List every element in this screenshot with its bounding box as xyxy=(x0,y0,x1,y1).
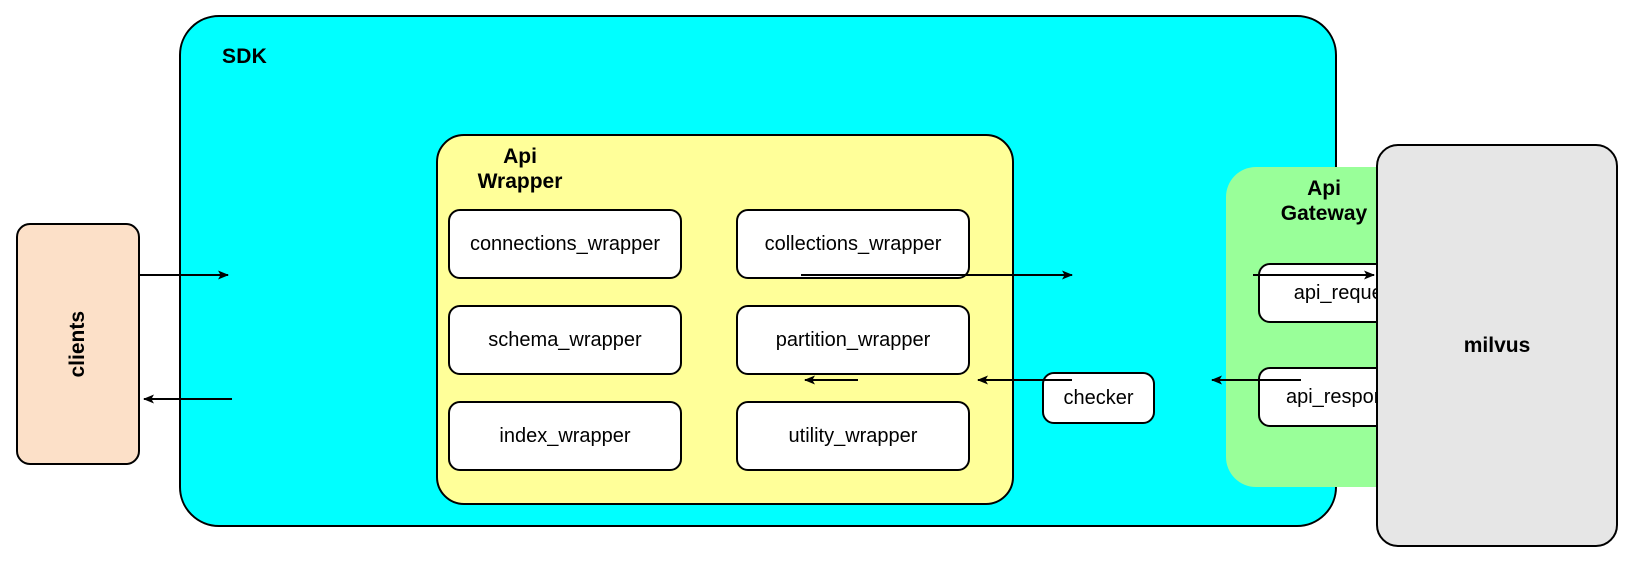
node-collections-wrapper[interactable]: collections_wrapper xyxy=(736,209,970,279)
clients-label: clients xyxy=(66,310,89,378)
node-clients[interactable]: clients xyxy=(16,223,140,465)
milvus-label: milvus xyxy=(1463,333,1531,357)
api-wrapper-label: Api Wrapper xyxy=(462,145,578,195)
api-gateway-label-line2: Gateway xyxy=(1280,201,1368,225)
api-wrapper-label-line2: Wrapper xyxy=(477,169,563,193)
container-sdk[interactable]: SDK Api Wrapper connections_wrapper coll… xyxy=(179,15,1468,527)
api-wrapper-label-line1: Api xyxy=(503,145,537,168)
node-checker[interactable]: checker xyxy=(1042,372,1155,424)
node-milvus[interactable]: milvus xyxy=(1376,144,1618,547)
container-api-wrapper[interactable]: Api Wrapper connections_wrapper collecti… xyxy=(436,134,1014,505)
api-gateway-label: Api Gateway xyxy=(1240,177,1408,227)
node-schema-wrapper[interactable]: schema_wrapper xyxy=(448,305,682,375)
node-utility-wrapper[interactable]: utility_wrapper xyxy=(736,401,970,471)
node-index-wrapper[interactable]: index_wrapper xyxy=(448,401,682,471)
node-connections-wrapper[interactable]: connections_wrapper xyxy=(448,209,682,279)
api-gateway-label-line1: Api xyxy=(1307,177,1341,200)
node-partition-wrapper[interactable]: partition_wrapper xyxy=(736,305,970,375)
sdk-label: SDK xyxy=(222,45,267,68)
